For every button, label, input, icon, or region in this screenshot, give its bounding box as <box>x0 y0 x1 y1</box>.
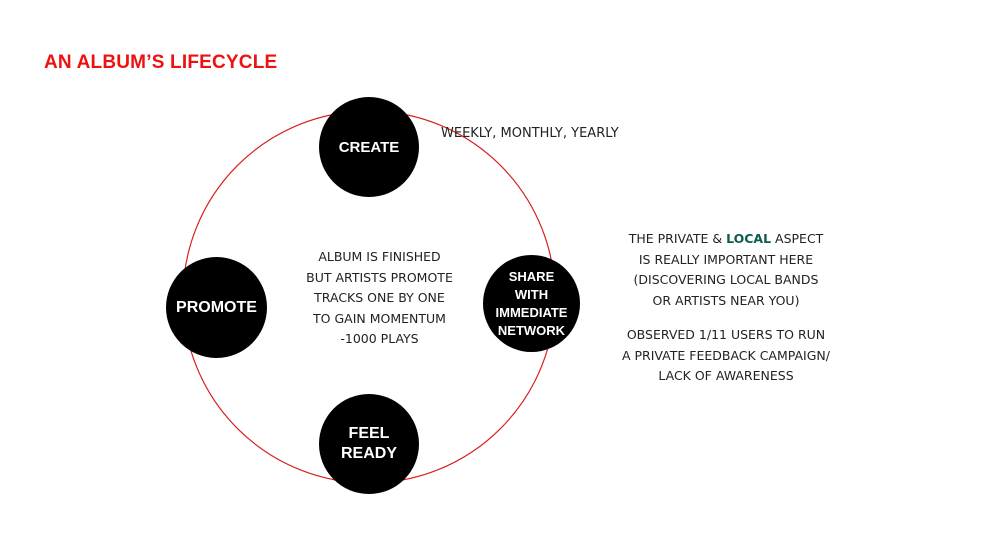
slide-title: AN ALBUM’S LIFECYCLE <box>44 52 278 73</box>
node-feel-line: FEEL <box>348 425 390 442</box>
node-create: CREATE <box>319 97 419 197</box>
center-note-line: ALBUM IS FINISHED <box>318 249 441 264</box>
node-share-line: IMMEDIATE <box>495 304 568 320</box>
center-note-line: TRACKS ONE BY ONE <box>314 290 445 305</box>
local-aspect-line: (DISCOVERING LOCAL BANDS <box>633 272 819 287</box>
node-share-line: WITH <box>514 286 549 302</box>
local-aspect-line: IS REALLY IMPORTANT HERE <box>638 251 814 267</box>
center-note: ALBUM IS FINISHED BUT ARTISTS PROMOTE TR… <box>292 247 467 350</box>
node-share-line: NETWORK <box>497 322 566 338</box>
node-share-line: SHARE <box>508 268 555 284</box>
local-aspect-first-line: THE PRIVATE & LOCAL ASPECT <box>600 229 852 250</box>
local-highlight: LOCAL <box>726 231 772 246</box>
center-note-line: BUT ARTISTS PROMOTE <box>306 269 453 285</box>
observation-line: OBSERVED 1/11 USERS TO RUN <box>626 327 826 342</box>
center-note-line: TO GAIN MOMENTUM <box>313 310 446 326</box>
node-feel-ready: FEEL READY <box>319 394 419 494</box>
local-aspect-note: THE PRIVATE & LOCAL ASPECT IS REALLY IMP… <box>600 229 852 387</box>
frequency-note: WEEKLY, MONTHLY, YEARLY <box>441 126 619 141</box>
observation-line: A PRIVATE FEEDBACK CAMPAIGN/ <box>622 347 830 363</box>
local-aspect-line: OR ARTISTS NEAR YOU) <box>652 292 800 308</box>
local-aspect-prefix: THE PRIVATE & <box>628 231 727 246</box>
node-promote: PROMOTE <box>166 257 267 358</box>
local-aspect-suffix: ASPECT <box>771 231 824 246</box>
node-promote-line: PROMOTE <box>176 298 257 316</box>
node-create-line: CREATE <box>338 138 400 156</box>
note-spacer <box>600 311 852 325</box>
center-note-line: -1000 PLAYS <box>340 331 419 346</box>
observation-line: LACK OF AWARENESS <box>658 368 794 383</box>
node-share-with-immediate-network: SHARE WITH IMMEDIATE NETWORK <box>483 255 580 352</box>
node-feel-line: READY <box>340 445 397 462</box>
